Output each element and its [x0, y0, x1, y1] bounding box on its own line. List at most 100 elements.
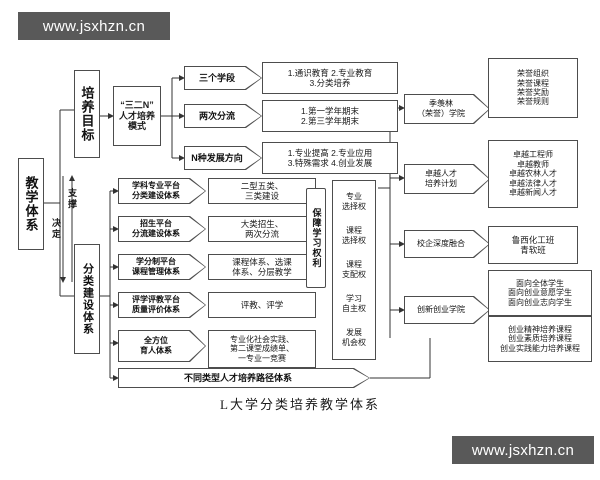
detail-line: 1.专业提高 2.专业应用 [287, 147, 373, 158]
program-excellence-plan: 卓越人才 培养计划 [404, 164, 490, 194]
figure-caption: L大学分类培养教学体系 [220, 397, 380, 412]
platform-holistic-detail: 专业化社会实践、 第二课堂成绩单、 一专业一竞赛 [208, 330, 316, 368]
program-innovation-detail-top: 面向全体学生 面向创业意愿学生 面向创业志向学生 [488, 270, 592, 316]
watermark-bottom: www.jsxhzn.cn [452, 436, 594, 464]
program-label-line: 校企深度融合 [417, 239, 465, 249]
detail-line: 卓越新闻人才 [509, 188, 557, 198]
program-label-line: 季羡林 [429, 99, 453, 109]
program-innovation-detail-bottom: 创业精神培养课程 创业素质培养课程 创业实践能力培养课程 [488, 316, 592, 362]
branch-diversion-detail: 1.第一学年期末 2.第三学年期末 [262, 100, 398, 132]
platform-admission-detail: 大类招生、 两次分流 [208, 216, 316, 242]
detail-line: 荣誉奖励 [517, 88, 549, 97]
detail-line: 两次分流 [244, 229, 279, 239]
platform-label-line: 分类建设体系 [132, 191, 180, 200]
detail-line: 创业素质培养课程 [508, 334, 572, 344]
program-honors-college: 季羡林 （荣誉）学院 [404, 94, 490, 124]
program-honors-detail: 荣誉组织 荣誉课程 荣誉奖励 荣誉规则 [488, 58, 578, 118]
rights-item: 发展 机会权 [342, 328, 366, 347]
detail-line: 评教、评学 [240, 299, 284, 310]
branch-directions-label: N种发展方向 [185, 147, 261, 169]
branch-stage-label: 三个学段 [185, 67, 261, 89]
detail-line: 面向创业志向学生 [508, 297, 572, 307]
branch-directions-detail: 1.专业提高 2.专业应用 3.特殊需求 4.创业发展 [262, 142, 398, 174]
program-label-line: 卓越人才 [425, 169, 457, 179]
rights-title: 保障学习权利 [311, 208, 322, 268]
detail-line: 荣誉规则 [517, 97, 549, 107]
detail-line: 卓越教师 [517, 159, 549, 169]
watermark-top: www.jsxhzn.cn [18, 12, 170, 40]
model-line2: 人才培养 [118, 110, 155, 121]
detail-line: 第二课堂成绩单、 [230, 344, 294, 354]
detail-line: 1.第一学年期末 [300, 105, 360, 116]
program-label-line: 培养计划 [425, 179, 457, 188]
platform-label-line: 学分制平台 [136, 257, 176, 267]
paths-row: 不同类型人才培养路径体系 [118, 368, 370, 388]
platform-evaluation-detail: 评教、评学 [208, 292, 316, 318]
root-teaching-system: 教学体系 [18, 158, 44, 250]
detail-line: 一专业一竞赛 [238, 353, 286, 363]
rights-item: 课程 支配权 [342, 260, 366, 279]
pillar-training-goal: 培养目标 [74, 70, 100, 158]
detail-line: 课程体系、选课 [232, 256, 292, 267]
branch-directions: N种发展方向 [184, 146, 262, 170]
platform-label-line: 评学评教平台 [132, 295, 180, 305]
detail-line: 大类招生、 [240, 218, 284, 229]
detail-line: 卓越工程师 [513, 150, 553, 160]
root-label: 教学体系 [23, 176, 39, 232]
flow-diagram: 教学体系 培养目标 分类建设体系 支撑 决定 “三二N” 人才培养 模式 三个学… [0, 48, 600, 428]
platform-evaluation: 评学评教平台 质量评价体系 [118, 292, 206, 318]
detail-line: 鲁西化工班 [511, 234, 555, 245]
rights-item: 学习 自主权 [342, 294, 366, 313]
program-label-line: 创新创业学院 [417, 305, 465, 315]
detail-line: 卓越农林人才 [509, 169, 557, 179]
model-box: “三二N” 人才培养 模式 [113, 86, 161, 146]
platform-credit: 学分制平台 课程管理体系 [118, 254, 206, 280]
detail-line: 面向创业意愿学生 [508, 288, 572, 298]
program-innovation-college: 创新创业学院 [404, 296, 490, 324]
model-line3: 模式 [127, 121, 146, 132]
detail-line: 3.分类培养 [309, 78, 351, 88]
pillar-construction-label: 分类建设体系 [81, 263, 94, 335]
platform-label-line: 质量评价体系 [132, 305, 180, 314]
model-line1: “三二N” [120, 100, 154, 111]
rights-item: 课程 选择权 [342, 226, 366, 245]
detail-line: 荣誉组织 [517, 69, 549, 79]
detail-line: 面向全体学生 [516, 278, 564, 288]
platform-label-line: 分流建设体系 [132, 229, 180, 238]
program-school-enterprise: 校企深度融合 [404, 230, 490, 258]
detail-line: 3.特殊需求 4.创业发展 [287, 158, 373, 168]
detail-line: 三类建设 [244, 191, 279, 201]
branch-stage-detail: 1.通识教育 2.专业教育 3.分类培养 [262, 62, 398, 94]
paths-row-label: 不同类型人才培养路径体系 [183, 372, 292, 383]
program-school-enterprise-detail: 鲁西化工班 青软班 [488, 226, 578, 264]
platform-admission: 招生平台 分流建设体系 [118, 216, 206, 242]
branch-stage: 三个学段 [184, 66, 262, 90]
branch-diversion: 两次分流 [184, 104, 262, 128]
detail-line: 荣誉课程 [517, 78, 549, 88]
pillar-goal-label: 培养目标 [79, 86, 95, 142]
detail-line: 青软班 [520, 245, 546, 255]
rights-item: 专业 选择权 [342, 192, 366, 211]
rights-list: 专业 选择权 课程 选择权 课程 支配权 学习 自主权 发展 机会权 [332, 180, 376, 360]
program-label-line: （荣誉）学院 [417, 109, 465, 118]
platform-discipline: 学科专业平台 分类建设体系 [118, 178, 206, 204]
relation-decide-label: 决定 [51, 218, 61, 240]
platform-credit-detail: 课程体系、选课 体系、分层教学 [208, 254, 316, 280]
platform-label-line: 课程管理体系 [132, 267, 180, 276]
detail-line: 2.第三学年期末 [300, 116, 360, 126]
platform-label-line: 招生平台 [140, 219, 172, 229]
platform-label-line: 学科专业平台 [132, 181, 180, 191]
detail-line: 专业化社会实践、 [230, 334, 294, 344]
detail-line: 二型五类、 [240, 180, 284, 191]
branch-diversion-label: 两次分流 [185, 105, 261, 127]
detail-line: 创业精神培养课程 [508, 324, 572, 334]
detail-line: 卓越法律人才 [509, 178, 557, 188]
platform-label-line: 全方位 [144, 336, 168, 346]
pillar-classified-construction: 分类建设体系 [74, 244, 100, 354]
detail-line: 创业实践能力培养课程 [500, 343, 580, 353]
relation-support-label: 支撑 [67, 188, 77, 210]
program-excellence-detail: 卓越工程师 卓越教师 卓越农林人才 卓越法律人才 卓越新闻人才 [488, 140, 578, 208]
rights-title-box: 保障学习权利 [306, 188, 326, 288]
detail-line: 1.通识教育 2.专业教育 [287, 67, 373, 78]
